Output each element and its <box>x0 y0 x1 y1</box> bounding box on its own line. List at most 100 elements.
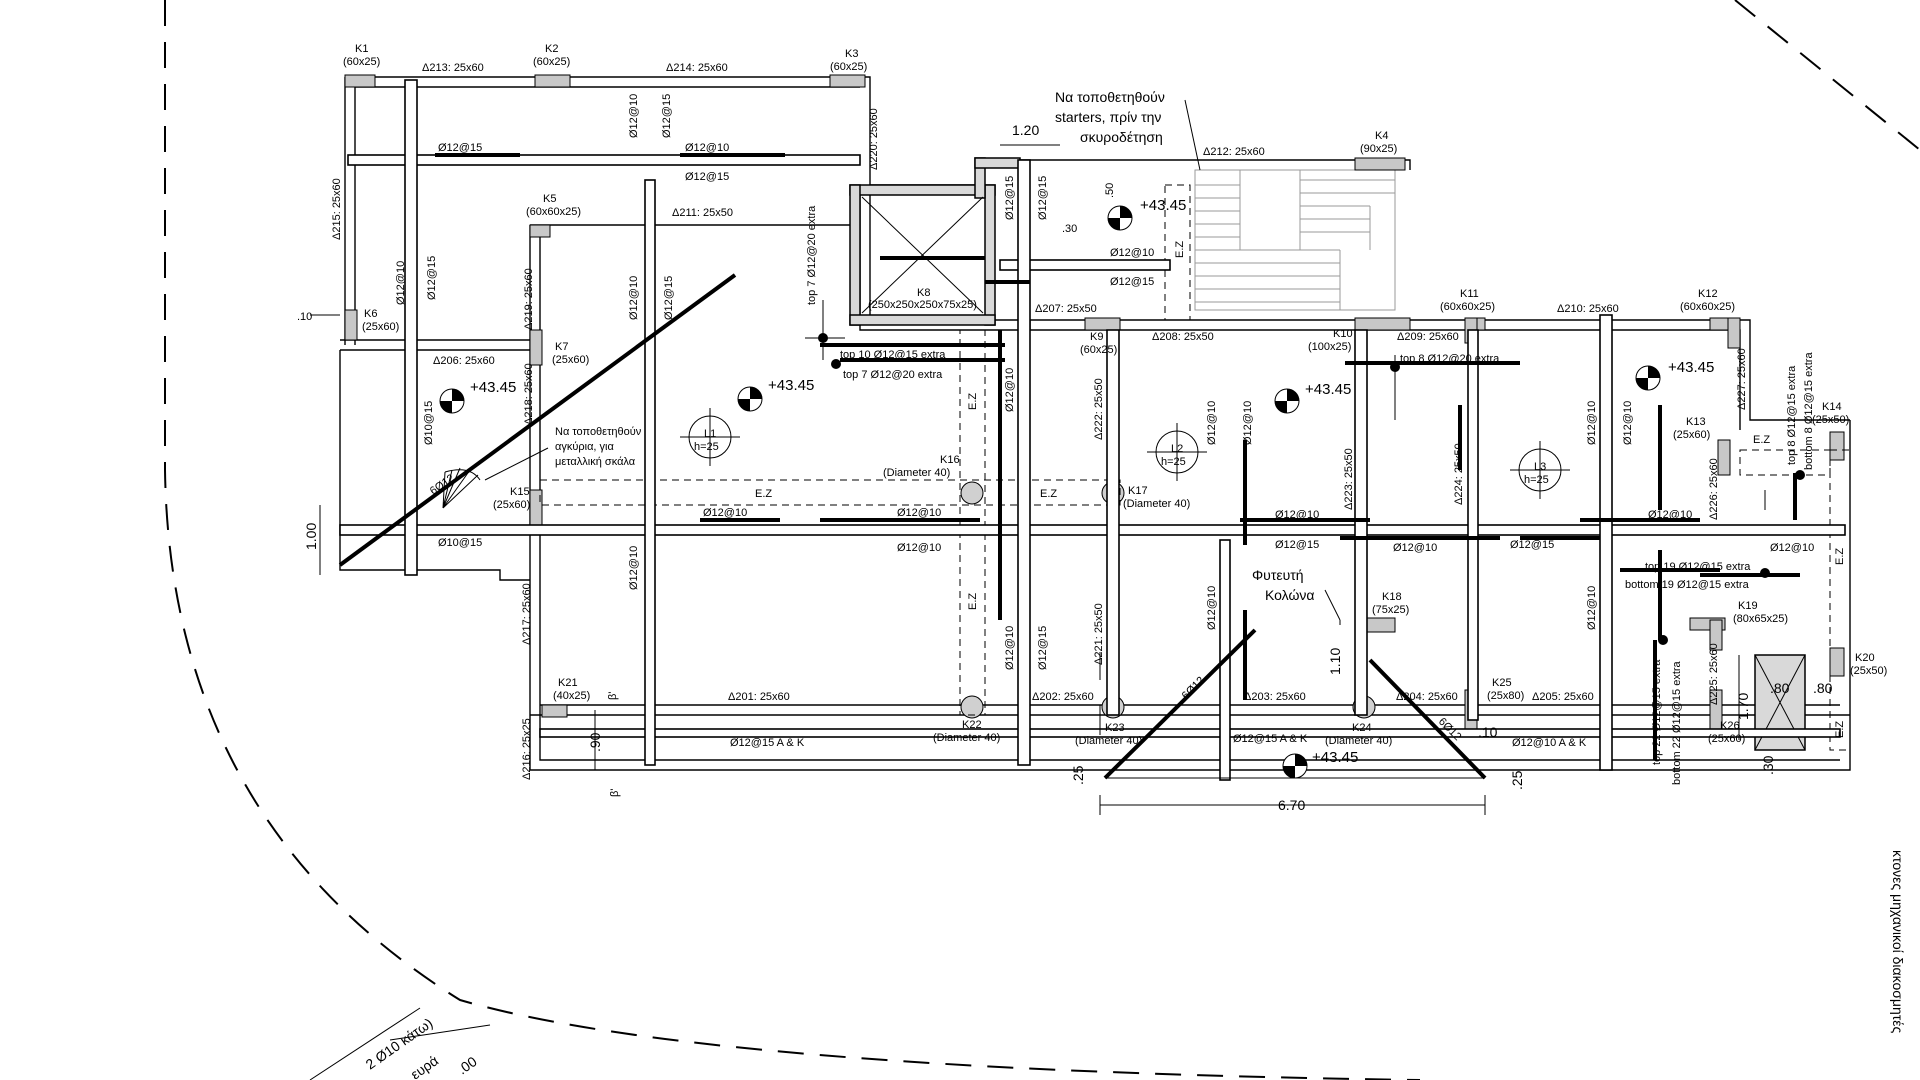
col-k1-size: (60x25) <box>343 56 380 68</box>
col-k3-size: (60x25) <box>830 61 867 73</box>
top10-note: top 10 Ø12@15 extra <box>840 349 946 361</box>
col-k2-id: K2 <box>545 43 558 55</box>
six-phi-12-a: 6Ø12 <box>428 472 457 497</box>
beam-210: Δ210: 25x60 <box>1557 303 1619 315</box>
ez-label-2: E.Z <box>1040 488 1057 500</box>
beam-212: Δ212: 25x60 <box>1203 146 1265 158</box>
col-k22-size: (Diameter 40) <box>933 732 1000 744</box>
slab-markers <box>680 408 1570 499</box>
note-starters-3: σκυροδέτηση <box>1080 129 1163 145</box>
level-5: +43.45 <box>1668 359 1714 376</box>
column-shapes <box>344 74 1845 751</box>
beam-205: Δ205: 25x60 <box>1532 691 1594 703</box>
col-k6-size: (25x60) <box>362 321 399 333</box>
rebar-label-1: Ø12@15 <box>438 142 482 154</box>
col-k19-size: (80x65x25) <box>1733 613 1788 625</box>
dim-025a: .25 <box>1070 765 1086 785</box>
col-k4-size: (90x25) <box>1360 143 1397 155</box>
rebar-v-11: Ø12@10 <box>1004 368 1016 412</box>
top19-note: top 19 Ø12@15 extra <box>1645 561 1751 573</box>
col-k7-id: K7 <box>555 341 568 353</box>
col-k25-id: K25 <box>1492 677 1512 689</box>
slab-l3: L3 <box>1534 461 1546 473</box>
slab-l2-h: h=25 <box>1161 456 1186 468</box>
dim-010a: .10 <box>297 311 312 323</box>
note-planted-1: Φυτευτή <box>1252 567 1304 583</box>
section-marker-line-2 <box>389 1024 491 1041</box>
rebar-label-15: Ø12@10 <box>1770 542 1814 554</box>
col-k5-id: K5 <box>543 193 556 205</box>
section-marker-line <box>309 1007 421 1080</box>
rebar-v-9: Ø12@15 <box>1004 176 1016 220</box>
rebar-v-7: Ø12@15 <box>663 276 675 320</box>
col-k23-size: (Diameter 40) <box>1075 735 1142 747</box>
col-k8-size: (250x250x250x75x25) <box>868 299 977 311</box>
col-k25-size: (25x80) <box>1487 690 1524 702</box>
rebar-label-17: Ø12@15 A & K <box>1233 733 1308 745</box>
level-6: +43.45 <box>1312 749 1358 766</box>
beam-225: Δ225: 25x60 <box>1708 643 1720 705</box>
col-k17-size: (Diameter 40) <box>1123 498 1190 510</box>
ez-label-7: E.Z <box>1834 548 1846 565</box>
dim-080a: .80 <box>1770 680 1790 696</box>
rebar-v-19: Ø12@10 <box>1586 586 1598 630</box>
rebar-v-15: Ø12@10 <box>1242 401 1254 445</box>
dim-030: .30 <box>1062 223 1077 235</box>
col-k9-id: K9 <box>1090 331 1103 343</box>
col-k4-id: K4 <box>1375 130 1388 142</box>
col-k15-size: (25x60) <box>493 499 530 511</box>
level-markers <box>439 205 1661 779</box>
note-anchors-1: Να τοποθετηθούν <box>555 426 642 438</box>
ez-label-6: E.Z <box>1174 241 1186 258</box>
col-k26-id: K26 <box>1720 720 1740 732</box>
col-k20-id: K20 <box>1855 652 1875 664</box>
rebar-label-18: Ø12@10 A & K <box>1512 737 1587 749</box>
col-k23-id: K23 <box>1105 722 1125 734</box>
rebar-label-12: Ø12@10 <box>1393 542 1437 554</box>
col-k8-id: K8 <box>917 287 930 299</box>
note-planted-2: Κολώνα <box>1265 587 1315 603</box>
top7-note: top 7 Ø12@20 extra <box>843 369 943 381</box>
bottom22-note: bottom 22 Ø12@15 extra <box>1671 660 1683 785</box>
level-labels: +43.45 +43.45 +43.45 +43.45 +43.45 +43.4… <box>470 197 1714 766</box>
rebar-labels: Ø12@15 Ø12@10 Ø12@15 Ø12@10 Ø12@15 Ø12@1… <box>438 142 1814 749</box>
beam-221: Δ221: 25x50 <box>1093 603 1105 665</box>
bottom8b-note: bottom 8 Ø12@15 extra <box>1803 352 1815 470</box>
column-labels: K1 (60x25) K2 (60x25) K3 (60x25) K4 (90x… <box>343 43 1887 747</box>
rebar-label-13: Ø12@15 <box>1510 539 1554 551</box>
col-k15-id: K15 <box>510 486 530 498</box>
dim-100: 1.00 <box>303 523 319 550</box>
col-k5-size: (60x60x25) <box>526 206 581 218</box>
rebar-v-4: Ø12@10 <box>628 94 640 138</box>
dim-120: 1.20 <box>1012 122 1039 138</box>
col-k24-size: (Diameter 40) <box>1325 735 1392 747</box>
beta-1: β' <box>607 692 619 700</box>
col-k9-size: (60x25) <box>1080 344 1117 356</box>
rebar-label-14: Ø12@10 <box>1648 509 1692 521</box>
dim-025b: .25 <box>1509 770 1525 790</box>
beam-223: Δ223: 25x50 <box>1343 448 1355 510</box>
beam-226: Δ226: 25x60 <box>1708 458 1720 520</box>
level-3: +43.45 <box>1140 197 1186 214</box>
col-k18-id: K18 <box>1382 591 1402 603</box>
rebar-v-3: Ø10@15 <box>423 401 435 445</box>
ez-label-3: E.Z <box>1753 434 1770 446</box>
rebar-v-6: Ø12@10 <box>628 276 640 320</box>
rebar-label-4: Ø12@10 <box>1110 247 1154 259</box>
col-k12-size: (60x60x25) <box>1680 301 1735 313</box>
rebar-label-5: Ø12@15 <box>1110 276 1154 288</box>
rebar-label-11: Ø12@15 <box>1275 539 1319 551</box>
rebar-label-6: Ø12@10 <box>703 507 747 519</box>
rebar-v-16: Ø12@10 <box>1206 586 1218 630</box>
extra-rebar-markers <box>805 300 1805 645</box>
dimension-labels: 1.20 .50 .30 .10 1.00 .90 .25 .25 6.70 1… <box>297 122 1833 1077</box>
rebar-v-13: Ø12@15 <box>1037 626 1049 670</box>
col-k26-size: (25x60) <box>1708 733 1745 745</box>
property-boundary-curve <box>164 0 1421 1080</box>
level-1: +43.45 <box>470 379 516 396</box>
rebar-v-10: Ø12@15 <box>1037 176 1049 220</box>
rebar-v-12: Ø12@10 <box>1004 626 1016 670</box>
note-bottom-cut-2: ευρά <box>408 1052 442 1080</box>
top22-note: top 22 Ø12@15 extra <box>1651 659 1663 765</box>
